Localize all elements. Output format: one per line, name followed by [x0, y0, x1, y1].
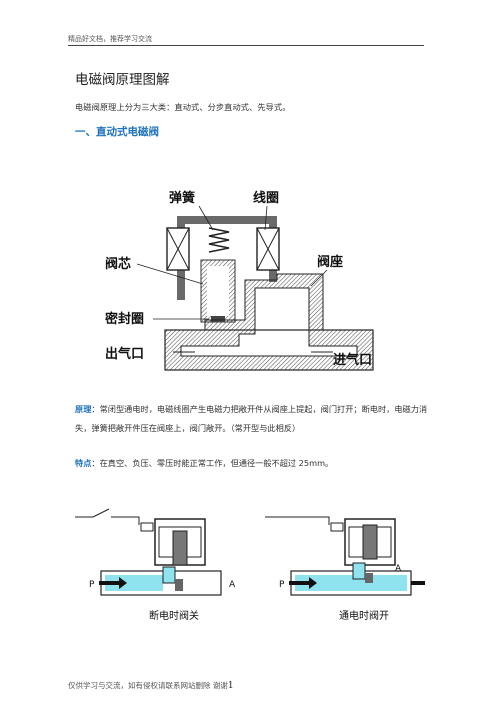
page-number: 1: [227, 681, 234, 691]
valve-closed-illustration: P A 断电时阀关: [75, 508, 236, 622]
footer-note: 仅供学习与交流，如有侵权请联系网站删除 谢谢: [68, 681, 228, 690]
label-seal: 密封圈: [105, 311, 144, 327]
outflow-arrow-icon: [411, 577, 425, 589]
feature-text: ：在真空、负压、零压时能正常工作，但通径一般不超过 25mm。: [91, 458, 334, 468]
section-heading-direct-acting: 一、直动式电磁阀: [75, 126, 159, 138]
caption-valve-closed: 断电时阀关: [149, 609, 199, 622]
intro-paragraph: 电磁阀原理上分为三大类：直动式、分步直动式、先导式。: [75, 102, 291, 112]
valve-states-diagram: P A 断电时阀关 P A 通电时阀开: [75, 508, 425, 622]
right-port-out-label: A: [395, 564, 402, 574]
flow-arrow-icon: [99, 577, 127, 589]
label-outlet: 出气口: [105, 346, 144, 362]
feature-paragraph: 特点：在真空、负压、零压时能正常工作，但通径一般不超过 25mm。: [75, 454, 430, 473]
page-footer: 仅供学习与交流，如有侵权请联系网站删除 谢谢1: [68, 680, 234, 691]
principle-label: 原理: [75, 404, 92, 414]
valve-open-illustration: P A 通电时阀开: [265, 516, 425, 622]
principle-text: ：常闭型通电时，电磁线圈产生电磁力把敞开件从阀座上提起，阀门打开；断电时，电磁力…: [75, 404, 428, 433]
feature-label: 特点: [75, 458, 92, 468]
label-seat: 阀座: [317, 254, 343, 270]
label-coil: 线圈: [253, 190, 279, 206]
label-inlet: 进气口: [333, 352, 372, 368]
label-core: 阀芯: [105, 256, 131, 272]
coil-housing-top: [177, 216, 277, 224]
spring-coil: [208, 227, 230, 253]
principle-paragraph: 原理：常闭型通电时，电磁线圈产生电磁力把敞开件从阀座上提起，阀门打开；断电时，电…: [75, 400, 430, 438]
flow-arrow-icon: [289, 577, 317, 589]
page-title: 电磁阀原理图解: [75, 72, 170, 88]
left-port-in-label: P: [89, 580, 95, 590]
label-spring: 弹簧: [169, 190, 195, 206]
seal-ring: [211, 316, 225, 322]
left-port-out-label: A: [229, 580, 236, 590]
switch-open-icon: [92, 508, 110, 518]
direct-acting-valve-diagram: 弹簧 线圈 阀芯 阀座 密封圈 出气口 进气口: [105, 190, 374, 371]
page-header: 精品好文档，推荐学习交流: [68, 35, 152, 43]
caption-valve-open: 通电时阀开: [339, 609, 389, 622]
right-port-in-label: P: [279, 580, 285, 590]
header-rule: [68, 45, 424, 46]
